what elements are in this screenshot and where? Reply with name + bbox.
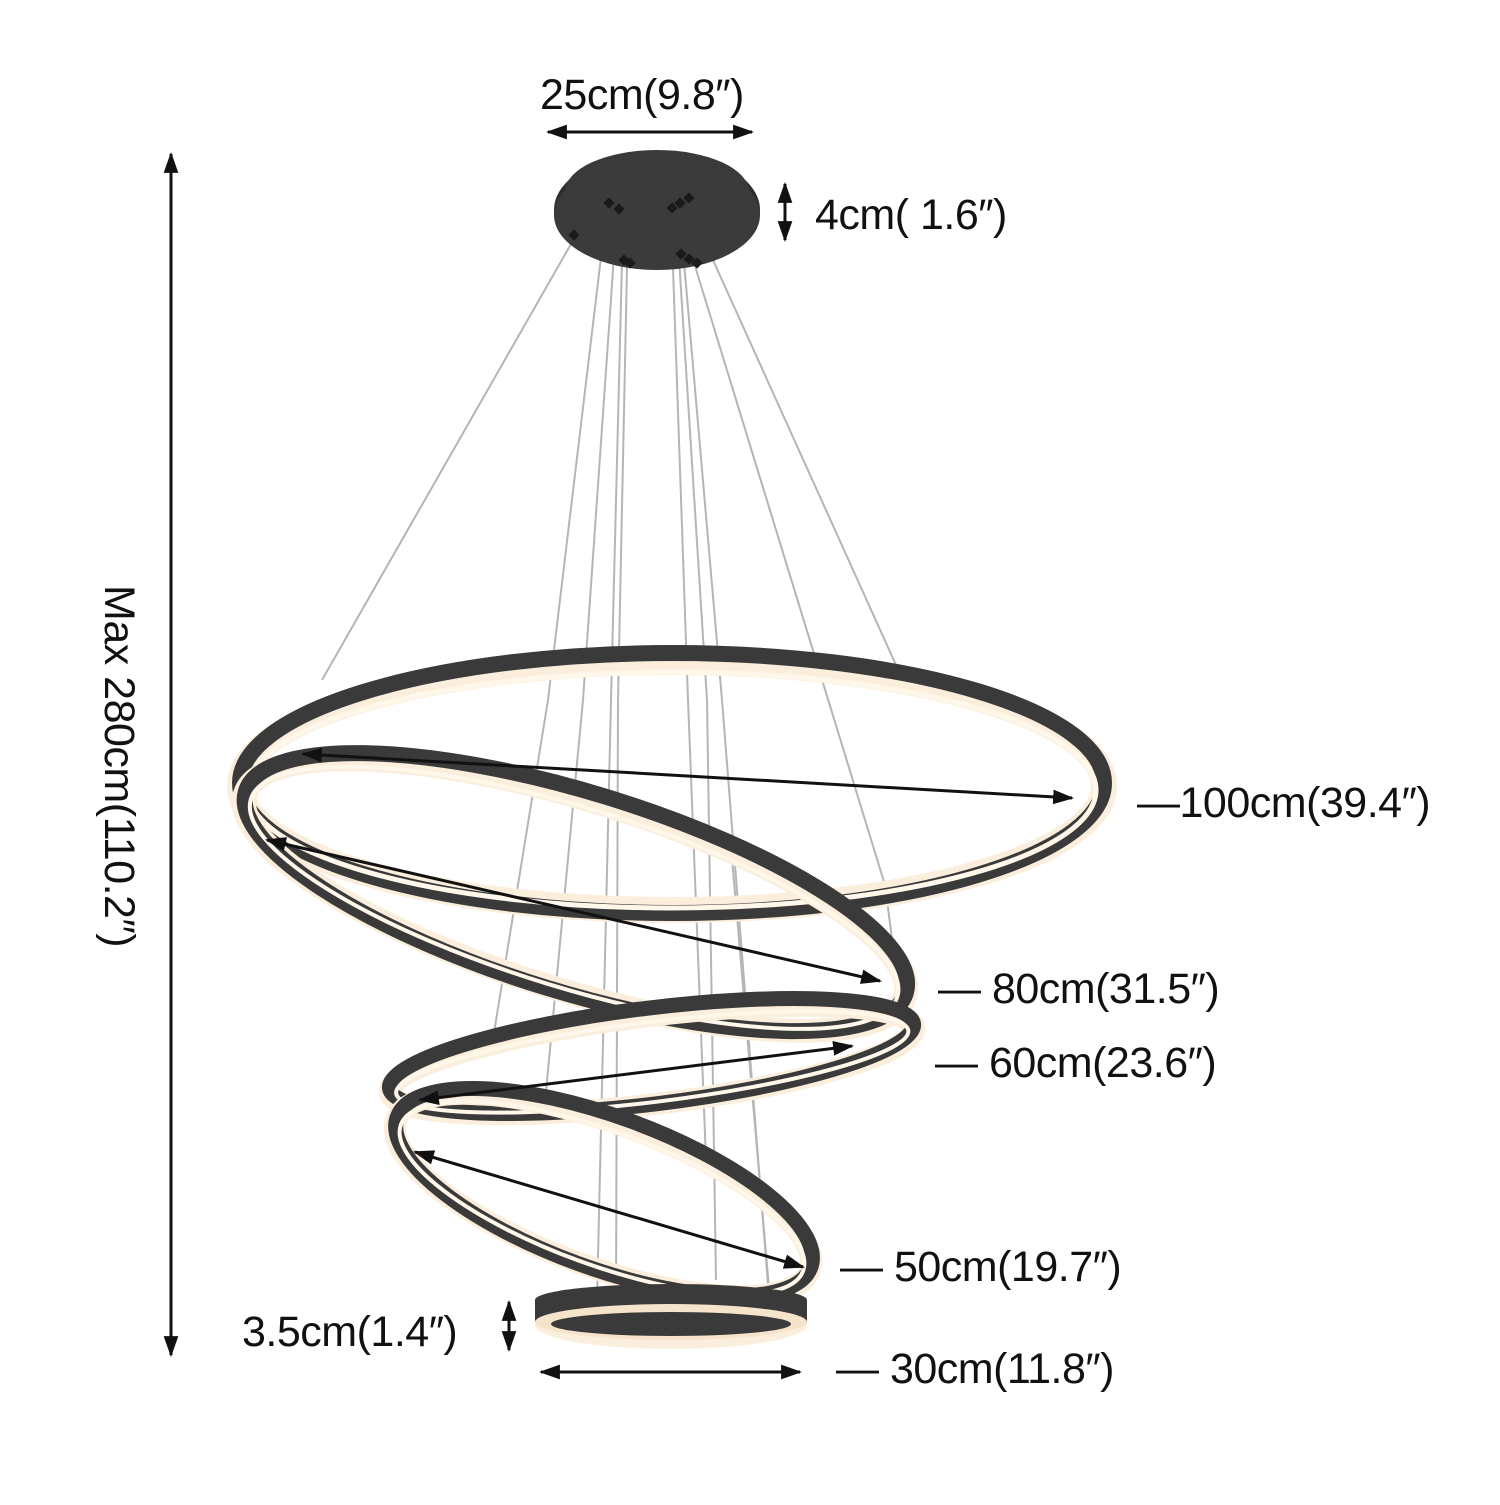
ring-60cm xyxy=(378,991,926,1126)
ring-thickness-label: 3.5cm(1.4″) xyxy=(242,1308,458,1356)
ring-60-label: — 60cm(23.6″) xyxy=(935,1039,1217,1087)
canopy-width-label: 25cm(9.8″) xyxy=(540,71,744,119)
ring-80-diameter-arrow xyxy=(264,837,883,984)
ring-50-label: — 50cm(19.7″) xyxy=(840,1243,1122,1291)
ring-30cm xyxy=(535,1284,807,1349)
ring-100-diameter-arrow xyxy=(300,747,1075,805)
ring-60-diameter-arrow xyxy=(417,1041,855,1105)
overall-height-label: Max 280cm(110.2″) xyxy=(95,585,143,948)
ring-100cm xyxy=(227,645,1117,923)
ring-80-label: — 80cm(31.5″) xyxy=(938,965,1220,1013)
ring-30-label: — 30cm(11.8″) xyxy=(836,1345,1114,1393)
ring-100-label: —100cm(39.4″) xyxy=(1137,779,1431,827)
dimension-lines xyxy=(163,124,1075,1380)
canopy-height-label: 4cm( 1.6″) xyxy=(815,191,1007,239)
ceiling-canopy xyxy=(554,150,760,270)
ring-50-diameter-arrow xyxy=(412,1150,806,1269)
